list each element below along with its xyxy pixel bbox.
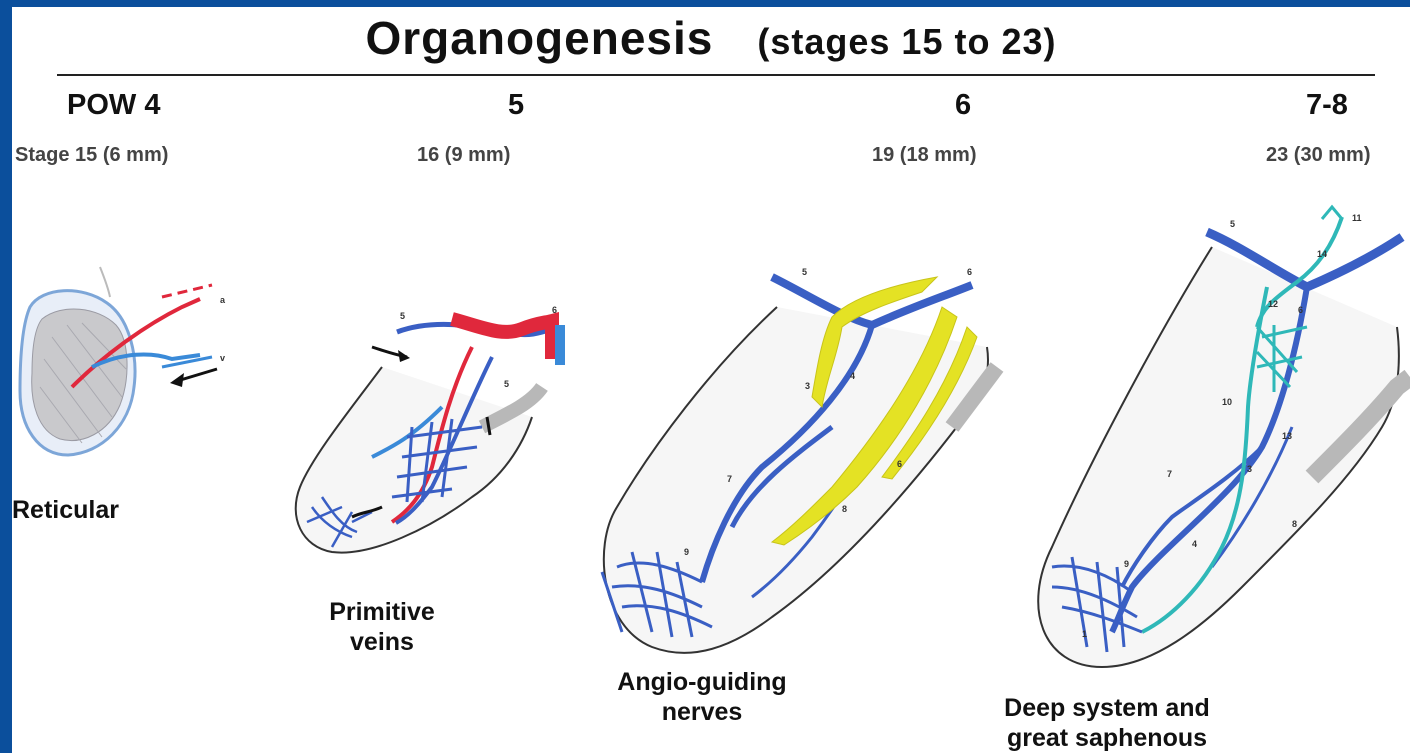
caption-primitive-veins-line-2: veins bbox=[302, 627, 462, 657]
caption-angio-guiding-nerves: Angio-guiding nerves bbox=[572, 667, 832, 727]
svg-text:5: 5 bbox=[504, 379, 509, 389]
svg-text:11: 11 bbox=[1352, 213, 1362, 223]
svg-text:5: 5 bbox=[1230, 219, 1235, 229]
svg-text:13: 13 bbox=[1282, 431, 1292, 441]
svg-text:5: 5 bbox=[400, 311, 405, 321]
svg-text:10: 10 bbox=[1222, 397, 1232, 407]
svg-text:8: 8 bbox=[1292, 519, 1297, 529]
svg-text:7: 7 bbox=[727, 474, 732, 484]
caption-deep-system-line-2: great saphenous bbox=[957, 723, 1257, 753]
limb-bud-stage-15: a v bbox=[20, 267, 226, 455]
svg-text:5: 5 bbox=[802, 267, 807, 277]
svg-text:4: 4 bbox=[850, 371, 855, 381]
slide: Organogenesis(stages 15 to 23) POW 4 5 6… bbox=[12, 7, 1410, 753]
caption-reticular-line-1: Reticular bbox=[12, 495, 119, 525]
svg-text:8: 8 bbox=[842, 504, 847, 514]
svg-text:4: 4 bbox=[1192, 539, 1197, 549]
caption-angio-guiding-nerves-line-2: nerves bbox=[572, 697, 832, 727]
limb-stage-23: 5 11 14 6 12 10 13 7 3 8 4 9 1 bbox=[1038, 207, 1410, 667]
caption-deep-system-line-1: Deep system and bbox=[957, 693, 1257, 723]
svg-text:9: 9 bbox=[684, 547, 689, 557]
limb-stage-19: 5 6 3 4 7 6 8 9 bbox=[602, 267, 997, 653]
svg-text:3: 3 bbox=[805, 381, 810, 391]
svg-text:6: 6 bbox=[1298, 305, 1303, 315]
svg-text:6: 6 bbox=[552, 305, 557, 315]
svg-text:v: v bbox=[220, 353, 225, 363]
svg-text:6: 6 bbox=[967, 267, 972, 277]
caption-primitive-veins: Primitive veins bbox=[302, 597, 462, 657]
svg-text:a: a bbox=[220, 295, 226, 305]
svg-text:12: 12 bbox=[1268, 299, 1278, 309]
svg-text:7: 7 bbox=[1167, 469, 1172, 479]
svg-text:9: 9 bbox=[1124, 559, 1129, 569]
limb-stage-16: 5 6 5 bbox=[296, 305, 560, 553]
caption-deep-system: Deep system and great saphenous bbox=[957, 693, 1257, 753]
caption-angio-guiding-nerves-line-1: Angio-guiding bbox=[572, 667, 832, 697]
limb-illustrations: a v 5 6 5 bbox=[12, 7, 1410, 753]
caption-reticular: Reticular bbox=[12, 495, 119, 525]
svg-text:1: 1 bbox=[1082, 629, 1087, 639]
caption-primitive-veins-line-1: Primitive bbox=[302, 597, 462, 627]
svg-text:3: 3 bbox=[1247, 464, 1252, 474]
svg-text:6: 6 bbox=[897, 459, 902, 469]
svg-text:14: 14 bbox=[1317, 249, 1327, 259]
